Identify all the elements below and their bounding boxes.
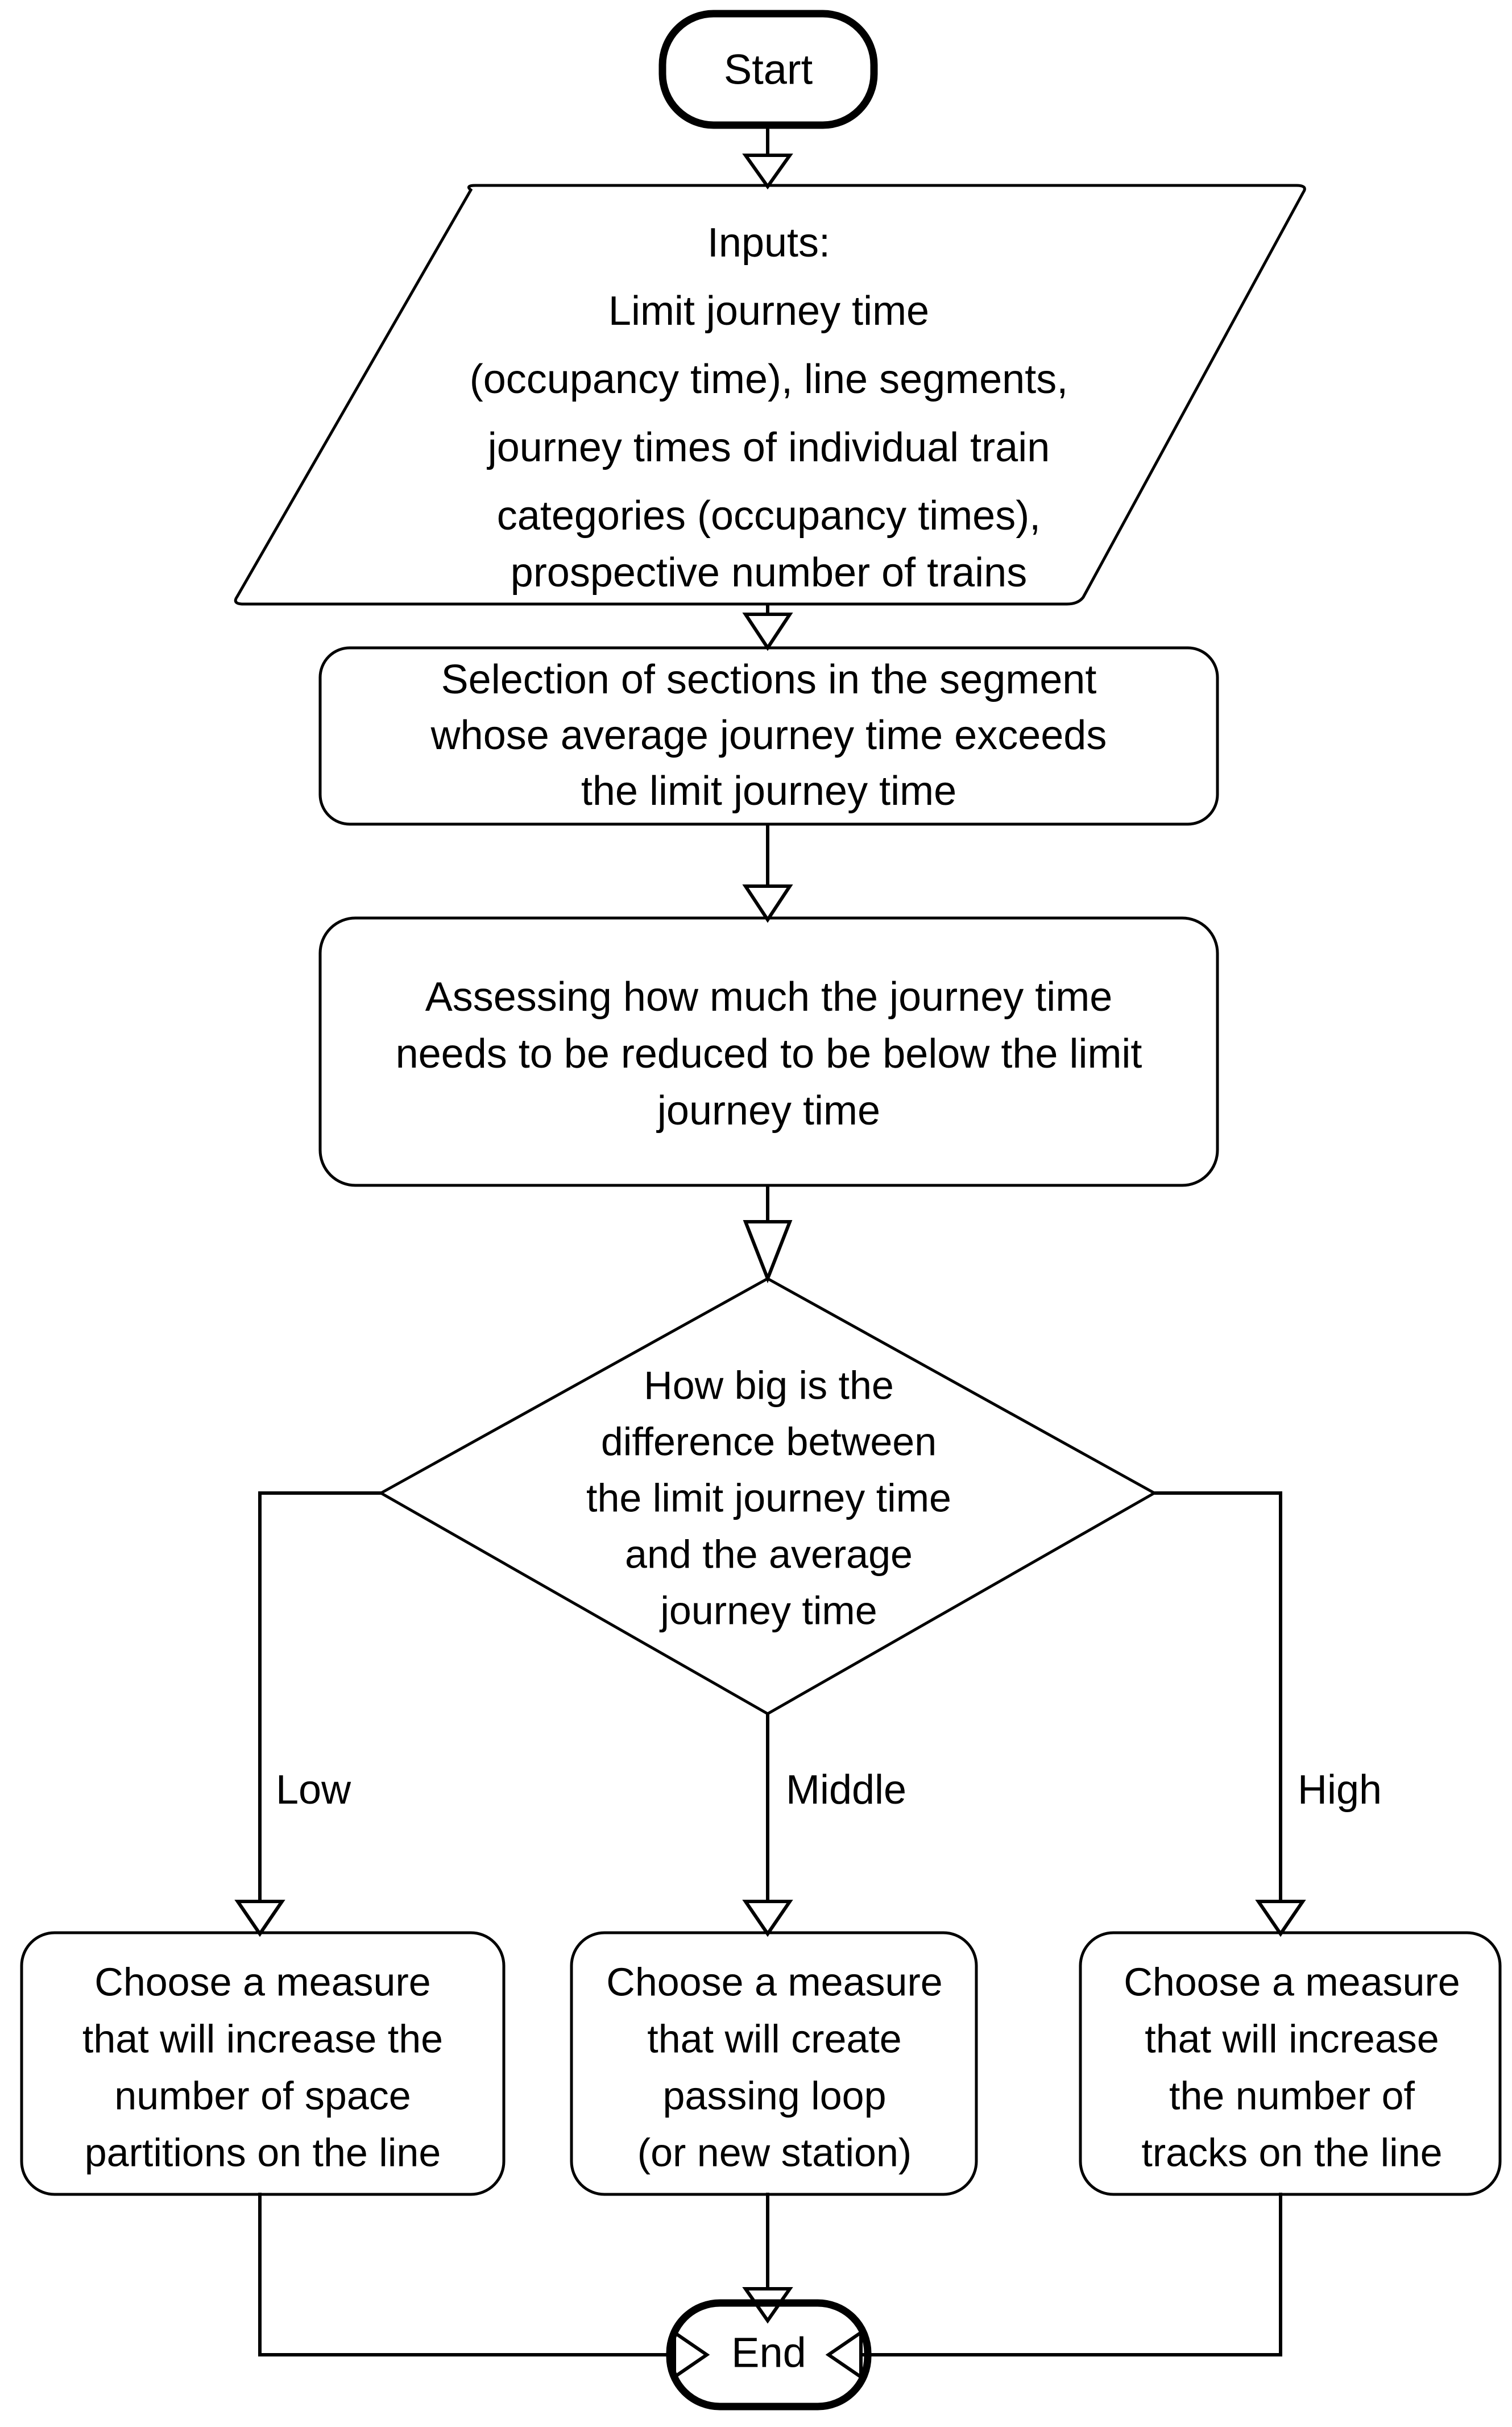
assessing-process-shape	[318, 916, 1219, 1187]
measure-middle-line-1: Choose a measure	[606, 1959, 942, 2004]
edge-low-to-end	[258, 2193, 676, 2356]
arrowhead-end-right	[825, 2329, 863, 2380]
node-inputs[interactable]: Inputs: Limit journey time (occupancy ti…	[234, 184, 1306, 606]
inputs-line-3: (occupancy time), line segments,	[470, 357, 1068, 402]
decision-line-4: and the average	[625, 1532, 913, 1576]
decision-line-3: the limit journey time	[586, 1475, 951, 1520]
measure-high-line-3: the number of	[1169, 2073, 1415, 2118]
branch-label-high: High	[1298, 1767, 1382, 1813]
measure-high-line-4: tracks on the line	[1141, 2130, 1442, 2174]
measure-high-line-1: Choose a measure	[1124, 1959, 1460, 2004]
node-decision[interactable]: How big is the difference between the li…	[378, 1277, 1158, 1715]
measure-high-process-shape	[1079, 1931, 1502, 2196]
connector-layer	[234, 124, 1306, 2380]
node-assessing[interactable]: Assessing how much the journey time need…	[318, 916, 1219, 1187]
selection-line-2: whose average journey time exceeds	[430, 713, 1107, 758]
selection-line-1: Selection of sections in the segment	[441, 657, 1097, 702]
selection-line-3: the limit journey time	[581, 768, 956, 814]
measure-high-line-2: that will increase	[1145, 2016, 1439, 2061]
arrowhead-measure-high	[1255, 1900, 1306, 1937]
measure-middle-line-3: passing loop	[662, 2073, 886, 2118]
arrowhead-selection	[742, 613, 793, 651]
start-label: Start	[724, 46, 813, 93]
edge-decision-to-high	[1154, 1491, 1282, 1903]
arrowhead-inputs	[742, 154, 793, 190]
measure-middle-line-4: (or new station)	[637, 2130, 912, 2174]
inputs-line-4: journey times of individual train	[487, 425, 1050, 470]
branch-label-middle: Middle	[786, 1767, 906, 1813]
inputs-parallelogram-shape	[234, 184, 1306, 606]
inputs-line-1: Inputs:	[707, 220, 830, 266]
branch-label-low: Low	[276, 1767, 351, 1813]
decision-diamond-shape	[378, 1277, 1158, 1715]
measure-middle-process-shape	[570, 1931, 978, 2196]
assessing-line-3: journey time	[656, 1088, 880, 1134]
measure-low-process-shape	[20, 1931, 506, 2196]
arrowhead-measure-middle	[742, 1900, 793, 1937]
decision-line-5: journey time	[659, 1588, 877, 1632]
node-start[interactable]: Start	[658, 10, 878, 129]
decision-line-2: difference between	[601, 1419, 937, 1463]
decision-line-1: How big is the	[644, 1363, 894, 1407]
assessing-line-1: Assessing how much the journey time	[425, 974, 1113, 1020]
arrowhead-measure-low	[234, 1900, 285, 1937]
start-terminator-shape	[658, 10, 878, 129]
selection-process-shape	[318, 646, 1219, 826]
arrowhead-decision	[743, 1220, 793, 1284]
node-end[interactable]: End	[666, 2299, 872, 2411]
edge-decision-to-low	[258, 1491, 381, 1903]
inputs-line-2: Limit journey time	[608, 288, 929, 334]
measure-low-line-3: number of space	[114, 2073, 411, 2118]
measure-middle-line-2: that will create	[647, 2016, 901, 2061]
node-measure-high[interactable]: Choose a measure that will increase the …	[1079, 1931, 1502, 2196]
node-measure-low[interactable]: Choose a measure that will increase the …	[20, 1931, 506, 2196]
inputs-line-6: prospective number of trains	[511, 550, 1027, 596]
inputs-line-5: categories (occupancy times),	[497, 493, 1041, 539]
measure-low-line-4: partitions on the line	[85, 2130, 441, 2174]
measure-low-line-2: that will increase the	[82, 2016, 443, 2061]
end-label: End	[731, 2329, 806, 2376]
node-selection[interactable]: Selection of sections in the segment who…	[318, 646, 1219, 826]
end-terminator-shape	[666, 2299, 872, 2411]
assessing-line-2: needs to be reduced to be below the limi…	[396, 1031, 1142, 1077]
node-measure-middle[interactable]: Choose a measure that will create passin…	[570, 1931, 978, 2196]
arrowhead-assessing	[742, 884, 793, 923]
edge-high-to-end	[860, 2193, 1282, 2356]
measure-low-line-1: Choose a measure	[94, 1959, 430, 2004]
arrowhead-end-left	[673, 2329, 710, 2380]
